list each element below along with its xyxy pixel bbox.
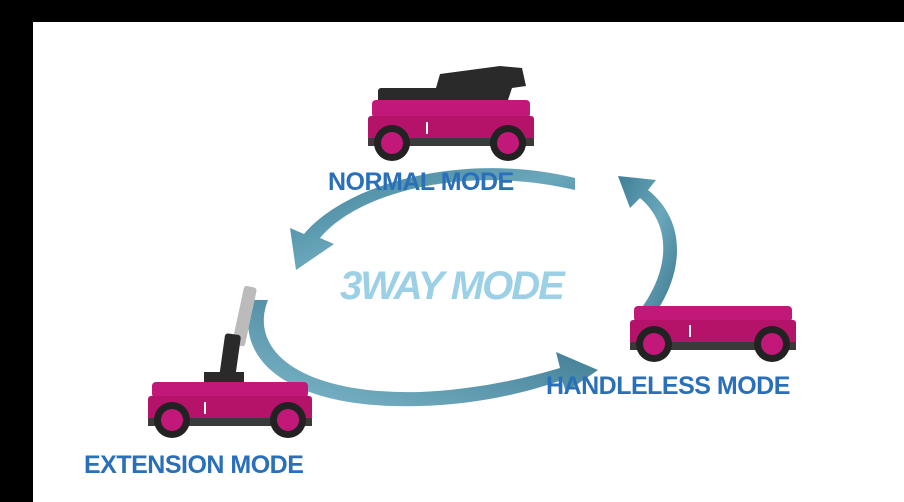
extension-mode-label: EXTENSION MODE [84,451,304,479]
handleless-mode-label: HANDLELESS MODE [546,372,790,400]
cart-with-handle-icon [368,66,534,161]
center-title: 3WAY MODE [340,264,565,308]
cart-extension-pole-icon [148,285,312,438]
normal-mode-label: NORMAL MODE [328,168,514,196]
cart-no-handle-icon [630,306,796,362]
arrow-normal-to-extension [290,168,575,270]
cycle-arrows [248,168,677,407]
arrow-handleless-to-normal [618,176,677,318]
